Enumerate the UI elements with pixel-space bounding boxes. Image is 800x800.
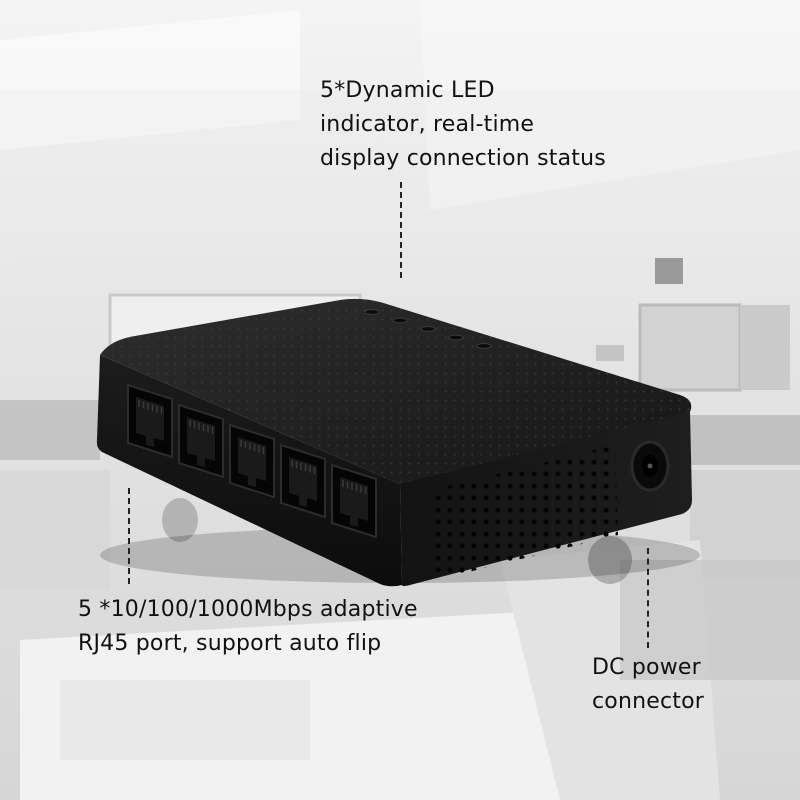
rj45-callout-line-1: 5 *10/100/1000Mbps adaptive	[78, 597, 418, 622]
dc-callout-line-2: connector	[592, 689, 705, 714]
led-indicator	[364, 309, 380, 315]
rj45-port	[178, 403, 224, 479]
rj45-port	[331, 463, 377, 539]
rj45-callout-line-2: RJ45 port, support auto flip	[78, 631, 382, 656]
dc-leader-line	[647, 548, 649, 648]
ethernet-switch	[96, 298, 692, 587]
led-callout-line-1: 5*Dynamic LED	[320, 78, 495, 103]
led-indicator	[420, 326, 436, 332]
rj45-port	[229, 423, 275, 499]
led-callout-line-2: indicator, real-time	[320, 112, 535, 137]
rj45-leader-line	[128, 488, 130, 584]
led-indicator-callout: 5*Dynamic LED indicator, real-time displ…	[320, 74, 606, 176]
rj45-port-callout: 5 *10/100/1000Mbps adaptive RJ45 port, s…	[78, 593, 418, 661]
dc-power-jack-icon	[630, 440, 670, 492]
rj45-port	[127, 383, 173, 459]
led-indicator	[392, 317, 408, 324]
rj45-port	[280, 443, 326, 519]
led-indicator	[476, 343, 492, 349]
led-indicators	[364, 309, 492, 349]
dc-callout-line-1: DC power	[592, 655, 701, 680]
led-callout-line-3: display connection status	[320, 146, 606, 171]
led-leader-line	[400, 182, 402, 278]
rj45-ports	[127, 383, 377, 539]
ventilation-grille	[432, 445, 618, 580]
dc-power-callout: DC power connector	[592, 651, 704, 719]
led-indicator	[448, 334, 464, 341]
